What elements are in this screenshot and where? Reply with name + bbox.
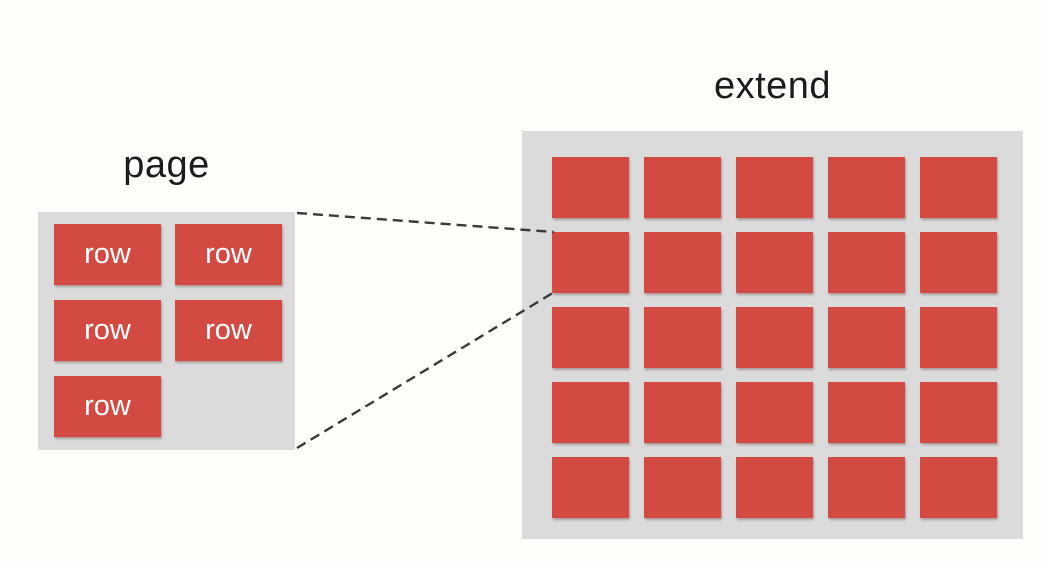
extend-box — [522, 131, 1023, 539]
extend-grid-cell — [736, 382, 813, 443]
page-row-cell: row — [54, 376, 161, 437]
extend-grid-cell — [828, 457, 905, 518]
extend-grid-cell — [828, 307, 905, 368]
extend-grid-cell — [920, 307, 997, 368]
page-row-cell: row — [175, 224, 282, 285]
page-row-cell: row — [54, 224, 161, 285]
page-row-cell: row — [175, 300, 282, 361]
page-title: page — [123, 144, 210, 186]
extend-grid-cell — [920, 232, 997, 293]
extend-grid-cell — [920, 157, 997, 218]
extend-grid-cell — [828, 157, 905, 218]
extend-grid-cell — [920, 382, 997, 443]
extend-grid-cell — [736, 307, 813, 368]
extend-grid-cell — [736, 457, 813, 518]
extend-grid-cell — [644, 307, 721, 368]
extend-grid-cell — [920, 457, 997, 518]
extend-grid-cell — [552, 307, 629, 368]
dashed-connector-line — [296, 289, 557, 450]
page-row-cell: row — [54, 300, 161, 361]
extend-grid-cell — [552, 157, 629, 218]
extend-grid-cell — [644, 232, 721, 293]
extend-grid-cell — [552, 232, 629, 293]
extend-grid-cell — [644, 157, 721, 218]
extend-grid-cell — [828, 232, 905, 293]
extend-title: extend — [713, 65, 832, 107]
extend-grid-cell — [552, 382, 629, 443]
extend-grid-cell — [736, 232, 813, 293]
extend-grid-cell — [644, 382, 721, 443]
extend-grid-cell — [828, 382, 905, 443]
dashed-connector-line — [296, 211, 555, 234]
extend-grid-cell — [736, 157, 813, 218]
extend-grid-cell — [552, 457, 629, 518]
extend-grid-cell — [644, 457, 721, 518]
